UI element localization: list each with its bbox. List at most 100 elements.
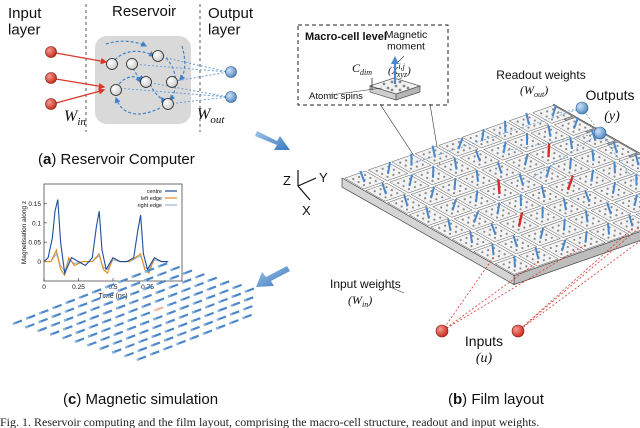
atom-dot (533, 183, 536, 186)
atom-dot (552, 157, 555, 160)
spin-glyph (244, 305, 253, 311)
spin-glyph (168, 301, 177, 307)
spin-glyph-tail (169, 277, 173, 281)
spin-glyph-tail (52, 306, 55, 310)
atom-dot (583, 136, 586, 139)
atom-dot (576, 148, 579, 152)
spin-glyph-tail (164, 330, 168, 333)
spin-arrow (497, 178, 501, 195)
spin-glyph-tail (63, 327, 66, 331)
atom-dot (557, 224, 560, 227)
spin-glyph-tail (167, 294, 171, 298)
atom-dot (495, 167, 498, 170)
atom-dot (521, 246, 524, 250)
output-node (225, 66, 237, 78)
spin-glyph-tail (206, 288, 210, 291)
atom-dot (621, 212, 624, 215)
spin-glyph (119, 277, 128, 283)
atom-dot (538, 191, 541, 195)
atom-dot (568, 171, 571, 174)
spin-glyph (164, 345, 173, 351)
spin-glyph (126, 343, 135, 349)
spin-glyph-tail (102, 312, 106, 315)
atom-dot (456, 210, 459, 213)
spin-glyph-tail (178, 316, 182, 319)
spin-glyph (152, 332, 162, 338)
readout-weights-symbol: (Wout) (520, 83, 548, 99)
atom-dot (601, 179, 604, 182)
atom-dot (409, 167, 413, 170)
atom-dot (548, 138, 552, 141)
atom-dot (575, 218, 578, 221)
atom-dot (497, 255, 500, 258)
film-cell (616, 174, 640, 193)
atom-dot (515, 249, 518, 252)
atom-dot (538, 132, 541, 135)
spin-glyph-tail (205, 305, 208, 309)
atom-dot (537, 142, 540, 146)
reservoir-node (106, 58, 118, 70)
atom-dot (461, 164, 464, 167)
atom-dot (424, 192, 427, 195)
atom-dot (525, 201, 528, 204)
spin-glyph (115, 321, 124, 327)
spin-glyph (158, 271, 167, 277)
spin-glyph-tail (179, 307, 183, 311)
x-tick-label: 0.5 (108, 284, 117, 291)
spin-arrow (518, 174, 524, 187)
atom-dot (559, 144, 562, 148)
y-axis-label: Magnetisation along z (21, 201, 28, 264)
spin-glyph (190, 334, 200, 340)
atom-dot (596, 230, 599, 233)
atom-dot (443, 175, 446, 178)
atom-dot (515, 130, 518, 133)
atom-dot (496, 152, 499, 155)
atom-dot (495, 216, 499, 219)
legend-label: right edge (138, 203, 162, 209)
atom-dot (508, 148, 511, 151)
spin-glyph (232, 292, 242, 298)
spin-glyph (177, 339, 186, 345)
spin-arrow (475, 169, 479, 182)
atom-dot (385, 186, 388, 189)
atom-dot (514, 200, 517, 203)
spin-glyph-tail (117, 289, 121, 293)
atom-dot (494, 226, 498, 229)
atom-dot (555, 249, 558, 253)
atom-dot (532, 253, 535, 256)
spin-glyph-tail (129, 301, 132, 305)
spin-arrow (513, 255, 516, 268)
atom-dot (602, 233, 605, 236)
axis-z-label: Z (283, 173, 291, 188)
spin-glyph-tail (125, 345, 128, 349)
atom-dot (574, 169, 577, 172)
atom-dot (483, 230, 486, 233)
atom-dot (412, 201, 415, 204)
atom-dot (587, 204, 591, 207)
spin-glyph-tail (168, 286, 172, 289)
spin-glyph-tail (38, 320, 41, 324)
atom-dot (493, 187, 496, 191)
spin-glyph-tail (111, 350, 115, 354)
atom-dot (608, 167, 611, 170)
atom-dot (544, 179, 548, 182)
atom-dot (447, 188, 450, 192)
inputs-symbol: (u) (476, 351, 493, 366)
spin-glyph-tail (190, 328, 194, 332)
output-connections (115, 55, 229, 105)
atom-dot (526, 255, 529, 258)
spin-glyph (65, 307, 75, 313)
atom-dot (563, 168, 566, 171)
atom-dot (480, 197, 483, 200)
spin-glyph-tail (116, 298, 120, 301)
atom-dot (499, 126, 502, 129)
atom-dot (637, 221, 640, 224)
spin-arrow (569, 157, 573, 170)
atom-dot (572, 189, 575, 192)
caption-b: (b) Film layout (448, 391, 544, 408)
spin-glyph-tail (177, 333, 180, 337)
spin-arrow (469, 231, 473, 244)
atom-dot (390, 189, 393, 192)
atom-dot (509, 132, 512, 135)
